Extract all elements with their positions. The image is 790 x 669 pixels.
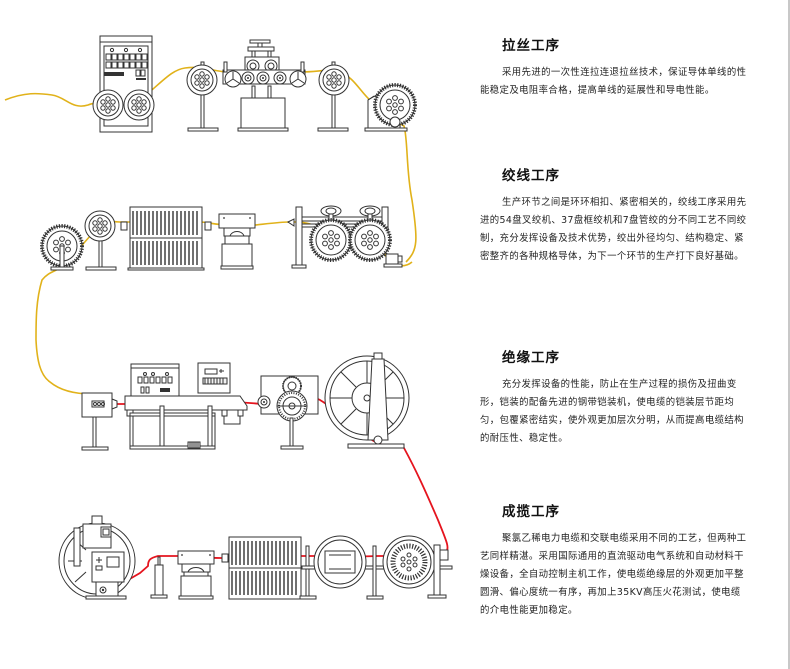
- section-body: 生产环节之间是环环相扣、紧密相关的，绞线工序采用先进的54盘叉绞机、37盘框绞机…: [480, 197, 747, 262]
- control-cabinet: [92, 35, 155, 133]
- extruder: [124, 363, 248, 450]
- section-insulation: 绝缘工序 充分发挥设备的性能，防止在生产过程的损伤及扭曲变形，铠装的配备先进的钢…: [480, 346, 750, 448]
- cabling-cage: [221, 536, 302, 600]
- section-title: 拉丝工序: [502, 38, 560, 54]
- drive-unit: [427, 544, 449, 599]
- section-title: 成揽工序: [502, 504, 560, 520]
- compactor-row4: [177, 550, 215, 600]
- guide-reel: [317, 61, 350, 132]
- section-stranding: 绞线工序 生产环节之间是环环相扣、紧密相关的，绞线工序采用先进的54盘叉绞机、3…: [480, 164, 750, 266]
- compactor: [218, 213, 256, 270]
- pay-off-drum: [40, 224, 84, 271]
- pay-off-reel: [186, 61, 219, 132]
- row-cabling: [58, 515, 453, 600]
- row-stranding: [35, 205, 413, 395]
- conductor-wire-row1: [4, 66, 417, 263]
- pay-off-unit: [81, 392, 118, 451]
- section-title: 绝缘工序: [502, 350, 560, 366]
- tension-post: [150, 556, 168, 599]
- section-drawing: 拉丝工序 采用先进的一次性连拉连退拉丝技术，保证导体单线的性能稳定及电阻率合格，…: [480, 34, 750, 100]
- guide-frame: [299, 535, 453, 600]
- section-body: 聚氯乙稀电力电缆和交联电缆采用不同的工艺，但两种工艺同样精湛。采用国际通用的直流…: [480, 533, 747, 616]
- section-body: 充分发挥设备的性能，防止在生产过程的损伤及扭曲变形，铠装的配备先进的钢带铠装机，…: [480, 379, 744, 444]
- cabling-drum: [58, 515, 136, 600]
- pay-off-drum-row4: [382, 535, 436, 589]
- control-panel: [197, 362, 231, 394]
- pay-off-stand: [84, 210, 117, 271]
- row-insulation: [81, 352, 449, 553]
- take-up-drum: [324, 352, 410, 449]
- section-cabling: 成揽工序 聚氯乙稀电力电缆和交联电缆采用不同的工艺，但两种工艺同样精湛。采用国际…: [480, 500, 750, 620]
- motor: [383, 253, 403, 268]
- row-drawing: [4, 35, 417, 263]
- take-up-reel: [364, 83, 417, 132]
- stranding-cage: [120, 206, 212, 271]
- page-border: [788, 0, 790, 669]
- section-title: 绞线工序: [502, 168, 560, 184]
- capstan-wheel: [257, 375, 319, 450]
- drawing-capstan: [222, 39, 307, 132]
- dual-take-up: [287, 205, 392, 269]
- section-body: 采用先进的一次性连拉连退拉丝技术，保证导体单线的性能稳定及电阻率合格，提高单线的…: [480, 67, 747, 96]
